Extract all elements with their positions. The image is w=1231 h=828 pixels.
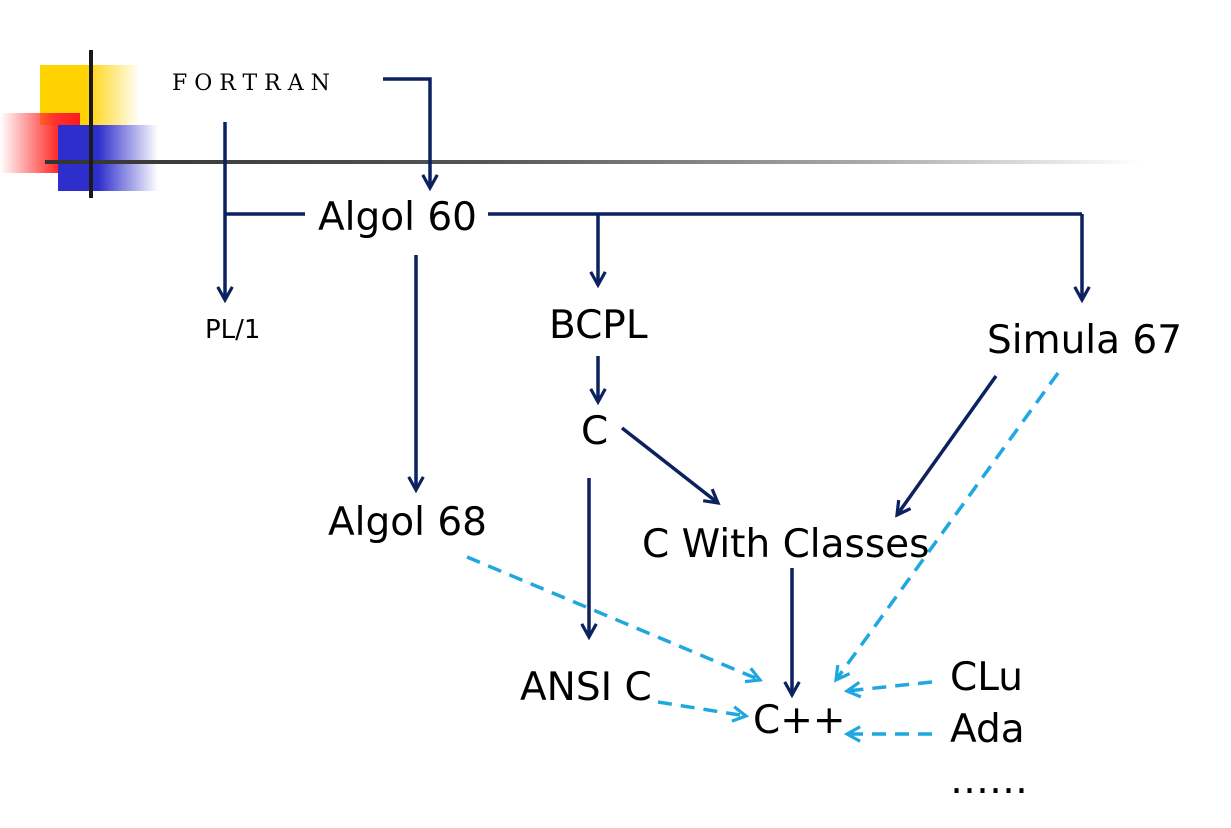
decor-vertical-rule [89,50,93,198]
edge-simula67-cpp [836,371,1060,680]
node-cpp: C++ [753,698,846,743]
decor-blue-square [58,125,158,191]
node-ada: Ada [950,707,1025,752]
decor-horizontal-rule [45,160,1140,164]
edge-clu-cpp [847,680,933,691]
node-c: C [581,409,608,454]
edge-c-c-with-classes [620,426,718,503]
node-pl1: PL/1 [205,315,260,345]
edge-ansi-c-cpp [657,700,746,716]
node-c-with-classes: C With Classes [642,522,930,567]
node-fortran: FORTRAN [172,71,337,96]
edge-fortran-algol60 [383,77,430,188]
edge-algol68-cpp [466,555,760,680]
node-algol68: Algol 68 [328,500,487,545]
edge-simula67-c-with-classes [897,374,998,515]
node-ansi-c: ANSI C [520,665,652,710]
node-algol60: Algol 60 [318,195,477,240]
node-clu: CLu [950,655,1023,700]
node-bcpl: BCPL [549,303,648,348]
node-simula67: Simula 67 [987,318,1182,363]
node-ellipsis: …… [950,758,1028,803]
